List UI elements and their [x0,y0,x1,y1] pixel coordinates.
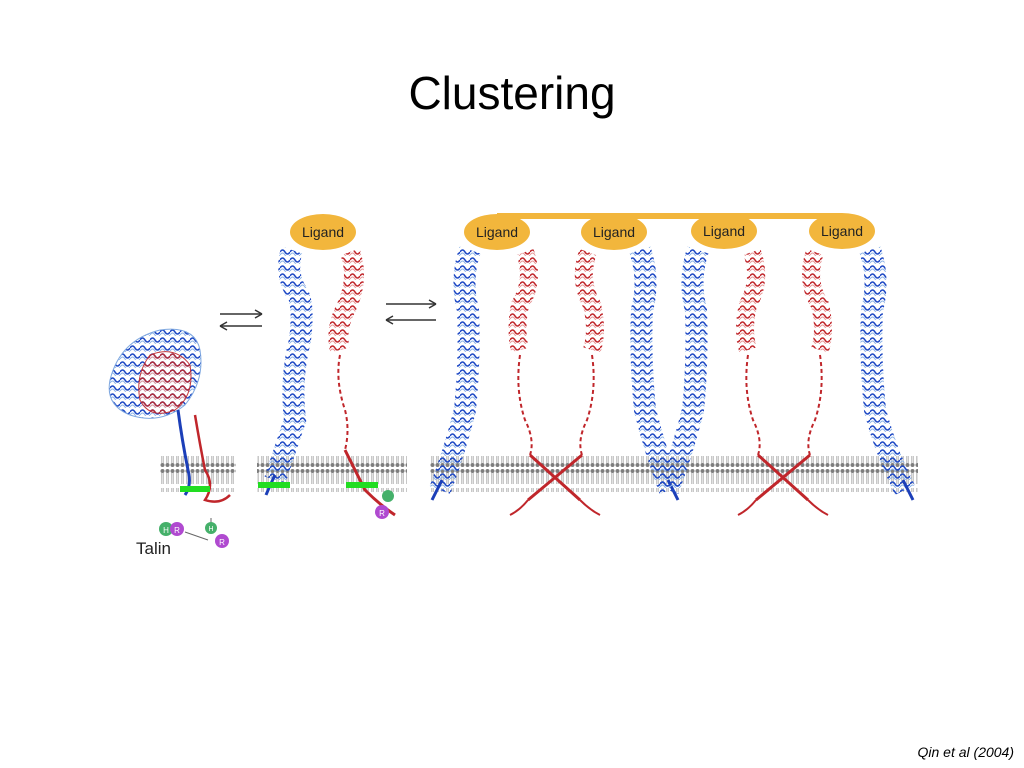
ligand-label: Ligand [593,224,635,240]
talin-domain-label: H [163,526,169,535]
talin-domain-label: R [379,509,385,518]
talin-head-domain [159,522,173,536]
binding-site [180,486,210,492]
ligand-label: Ligand [703,223,745,239]
talin-rod-domain [170,522,184,536]
slide-title: Clustering [408,67,616,119]
ligand [290,214,356,250]
binding-site [346,482,378,488]
ligand [809,213,875,249]
talin-head-domain [382,490,394,502]
talin-domain-label: R [174,526,180,535]
ligand [691,213,757,249]
ligand-label: Ligand [821,223,863,239]
ligand [581,214,647,250]
ligand-label: Ligand [302,224,344,240]
clustered-integrins: Ligand Ligand Ligand Ligand [429,213,915,516]
talin-domain-label: H [208,526,213,533]
bent-integrin [108,328,231,503]
extended-integrin: Ligand R [258,214,396,519]
talin-rod-domain [215,534,229,548]
ligand-label: Ligand [476,224,518,240]
talin-arrow [184,531,209,541]
ligand [464,214,530,250]
binding-site [258,482,290,488]
talin-legend: H R H R Talin [136,518,229,558]
talin-head-domain [205,522,217,534]
equilibrium-arrows-2 [385,299,437,325]
talin-domain-label: R [219,538,225,547]
ligand-crosslink [497,213,842,219]
citation: Qin et al (2004) [917,744,1015,760]
talin-label: Talin [136,539,171,558]
equilibrium-arrows-1 [219,309,263,331]
talin-rod-domain [375,505,389,519]
